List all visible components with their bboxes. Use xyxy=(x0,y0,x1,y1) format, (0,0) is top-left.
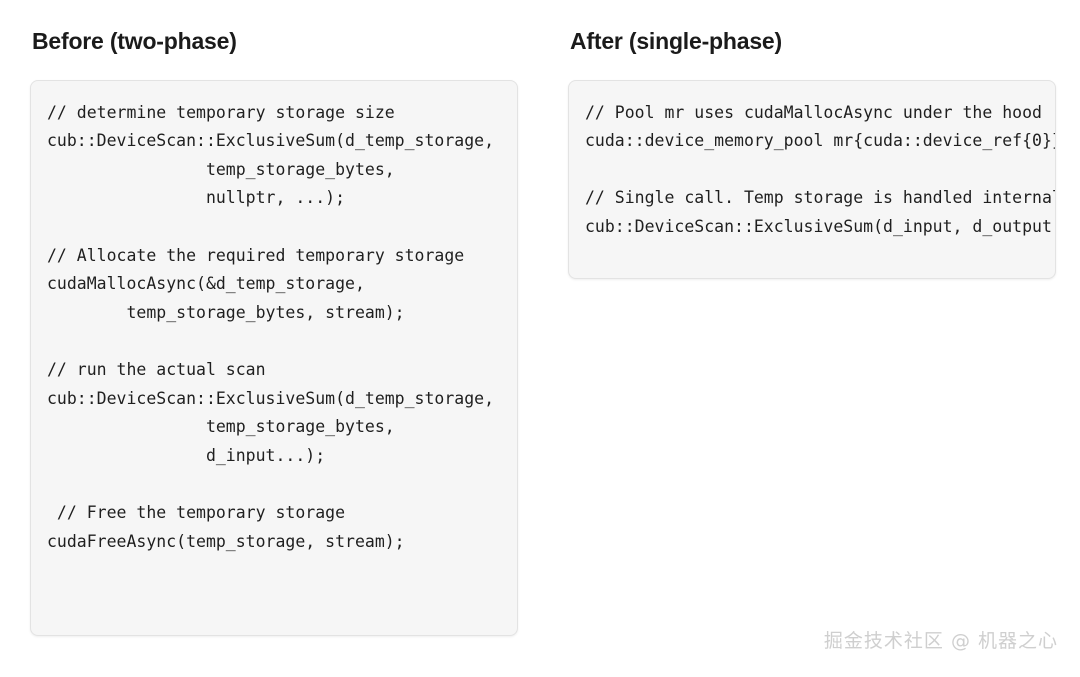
after-code-text: // Pool mr uses cudaMallocAsync under th… xyxy=(585,102,1055,236)
after-code-block: // Pool mr uses cudaMallocAsync under th… xyxy=(568,79,1056,279)
before-code-text: // determine temporary storage size cub:… xyxy=(47,102,495,551)
watermark-text: 掘金技术社区 @ 机器之心 xyxy=(823,630,1058,652)
before-panel: Before (two-phase) // determine temporar… xyxy=(30,28,518,636)
before-panel-title: Before (two-phase) xyxy=(32,28,237,54)
after-panel-title: After (single-phase) xyxy=(570,28,782,54)
after-panel: After (single-phase) // Pool mr uses cud… xyxy=(540,0,1080,677)
before-code-block: // determine temporary storage size cub:… xyxy=(30,79,518,636)
